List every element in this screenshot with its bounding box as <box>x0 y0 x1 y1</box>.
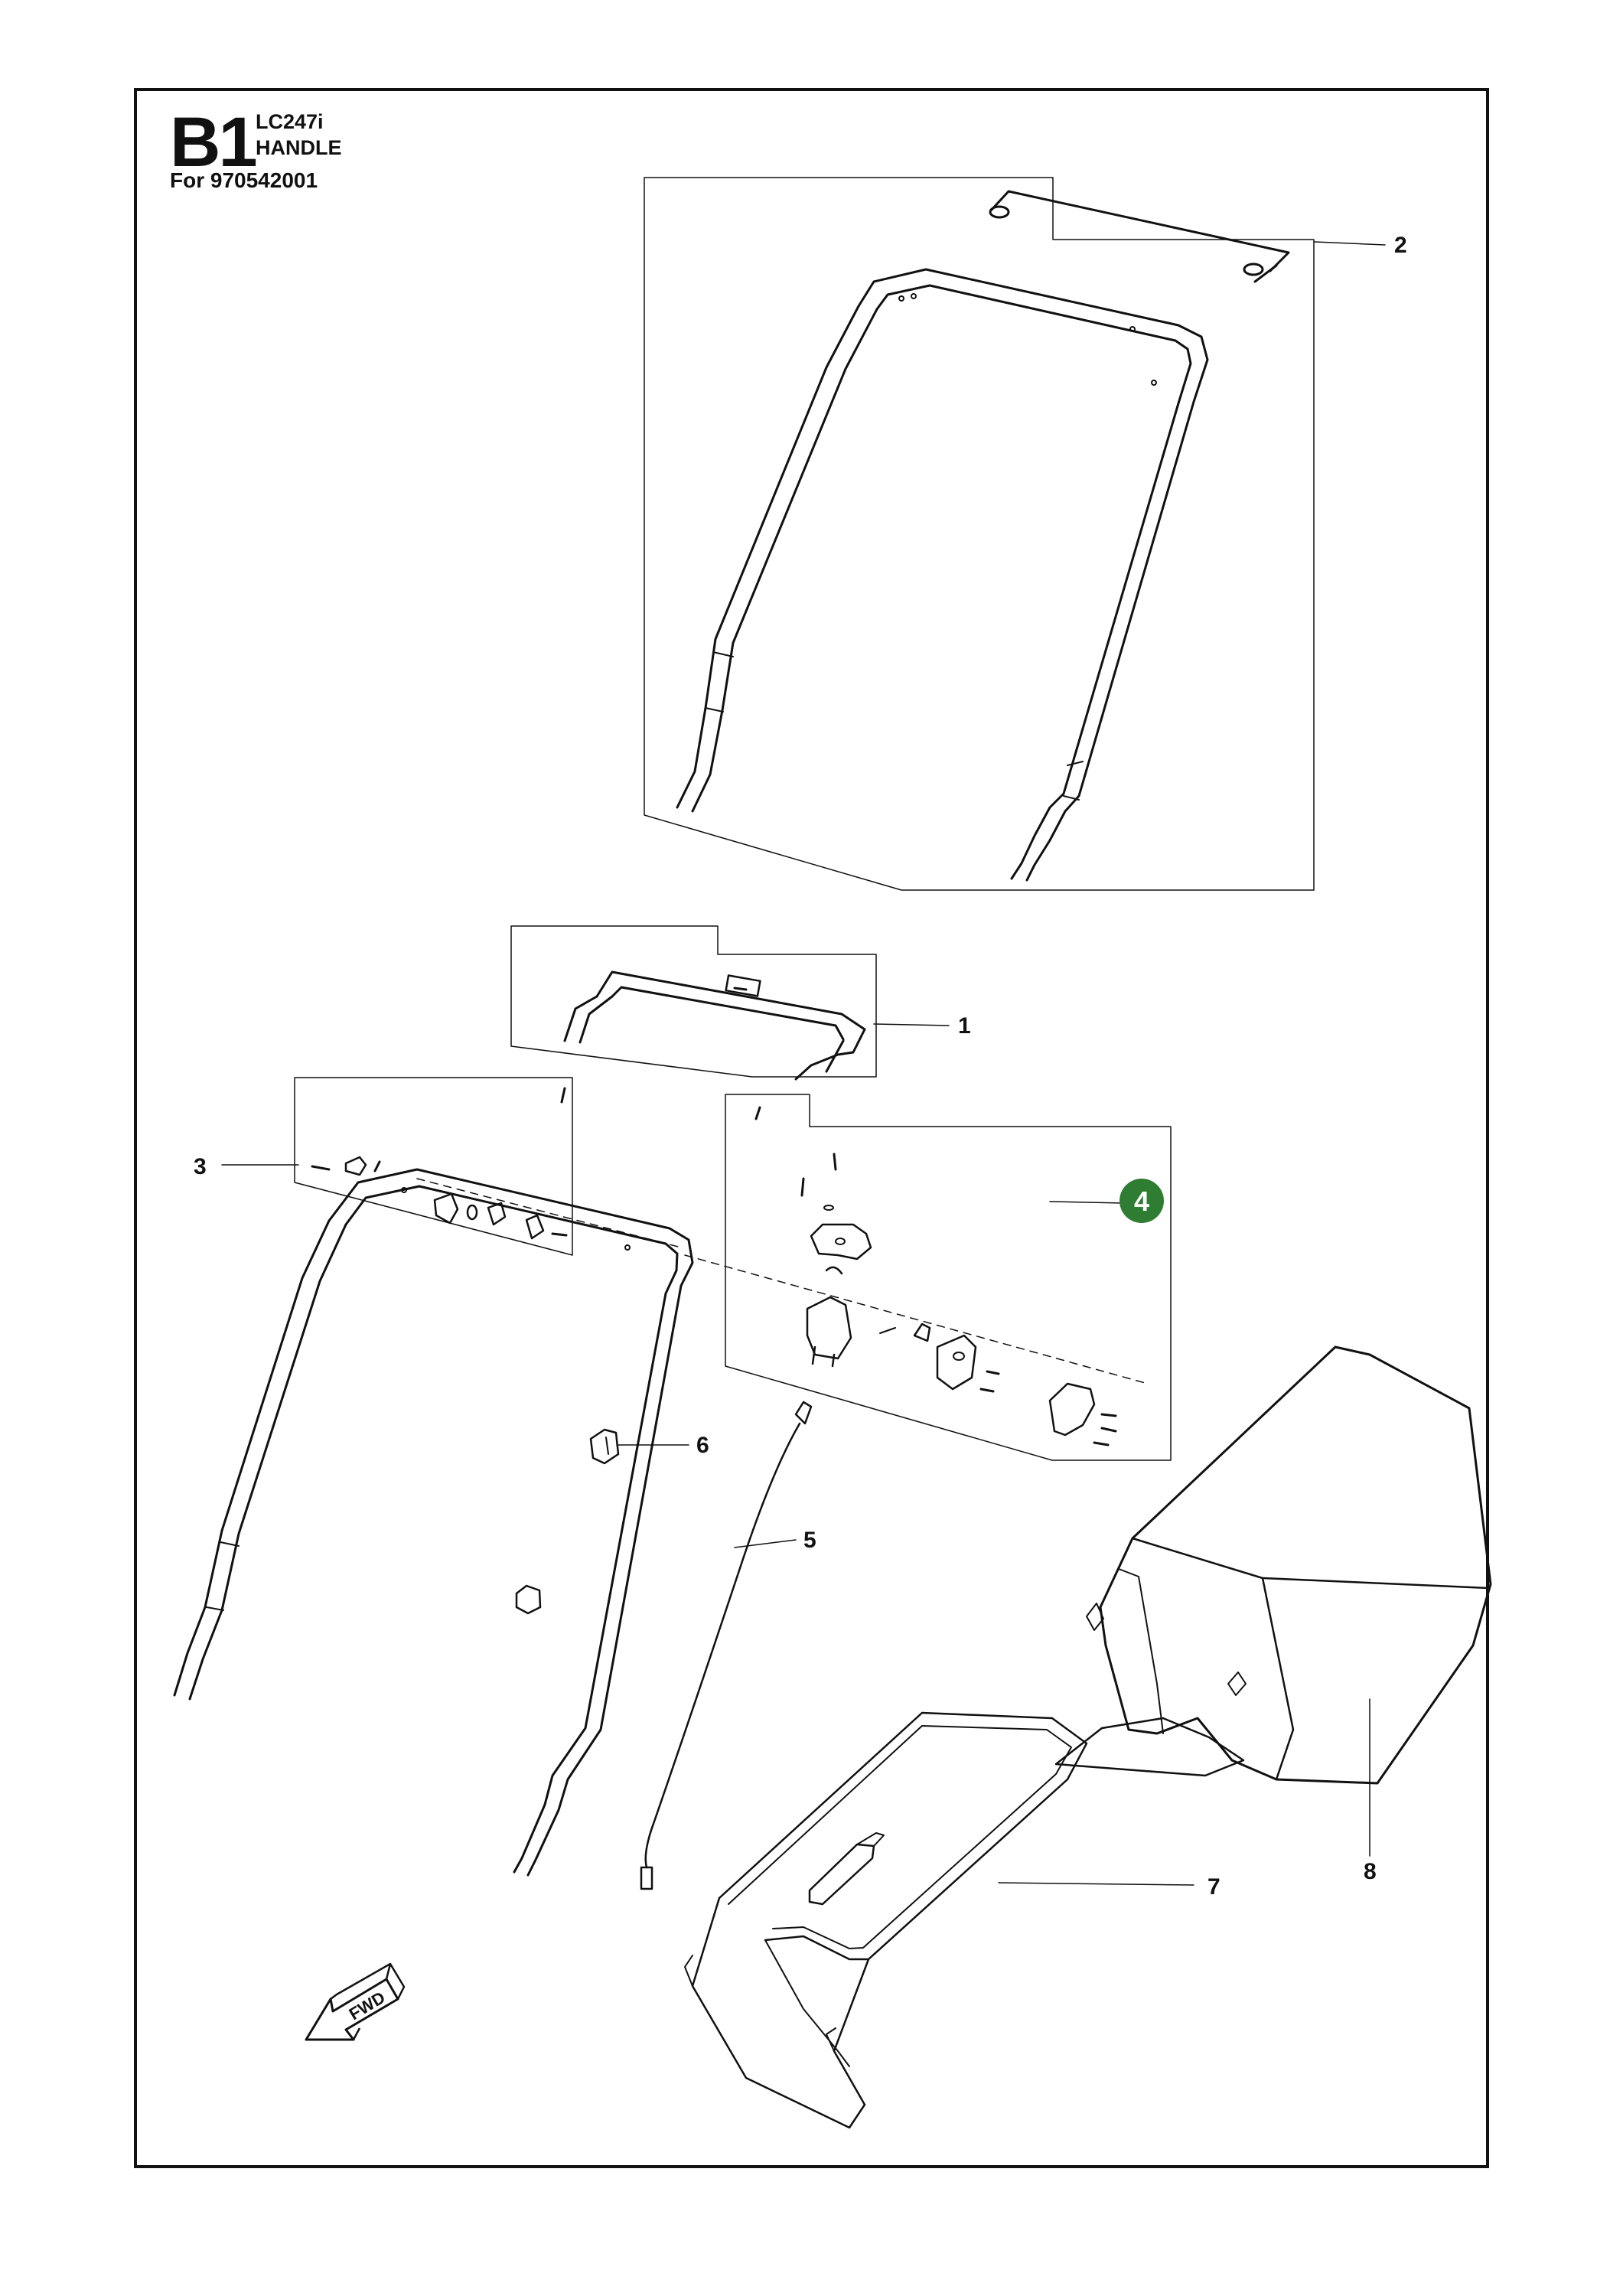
model-name: LC247i <box>256 110 324 133</box>
assembly-name: HANDLE <box>256 136 342 159</box>
group-box-part-4 <box>725 1094 1172 1461</box>
callout-4-highlight: 4 <box>1119 1179 1164 1223</box>
cable-part-5 <box>640 1401 813 1890</box>
section-code: B1 <box>170 103 258 181</box>
callout-2: 2 <box>1394 233 1407 258</box>
group-box-part-3 <box>294 1077 573 1256</box>
switch-housing-part-4 <box>754 1106 1117 1446</box>
grass-bag-part-8 <box>1054 1345 1492 1785</box>
group-box-part-1 <box>510 925 877 1078</box>
group-box-part-2 <box>644 177 1315 891</box>
grip-bar-part-1 <box>563 970 866 1081</box>
callout-3: 3 <box>194 1154 207 1179</box>
callout-7: 7 <box>1207 1874 1221 1900</box>
upper-handle-part-2 <box>676 190 1290 882</box>
bag-frame-part-7 <box>684 1711 1088 2129</box>
leader-lines <box>221 241 1386 1886</box>
callout-8: 8 <box>1364 1859 1377 1884</box>
callout-labels: 2 1 3 4 5 6 7 8 <box>194 233 1407 1900</box>
for-serial-line: For 970542001 <box>170 168 318 192</box>
knob-kit-part-3 <box>311 1087 568 1240</box>
forward-arrow-icon: FWD <box>305 1962 406 2041</box>
drawing-frame <box>134 88 1489 2168</box>
callout-1: 1 <box>958 1013 971 1039</box>
lower-handle-frame <box>173 1168 1149 1877</box>
callout-5: 5 <box>803 1528 816 1553</box>
cable-clip-part-6 <box>515 1428 620 1615</box>
callout-6: 6 <box>696 1433 709 1458</box>
callout-4: 4 <box>1134 1186 1149 1217</box>
